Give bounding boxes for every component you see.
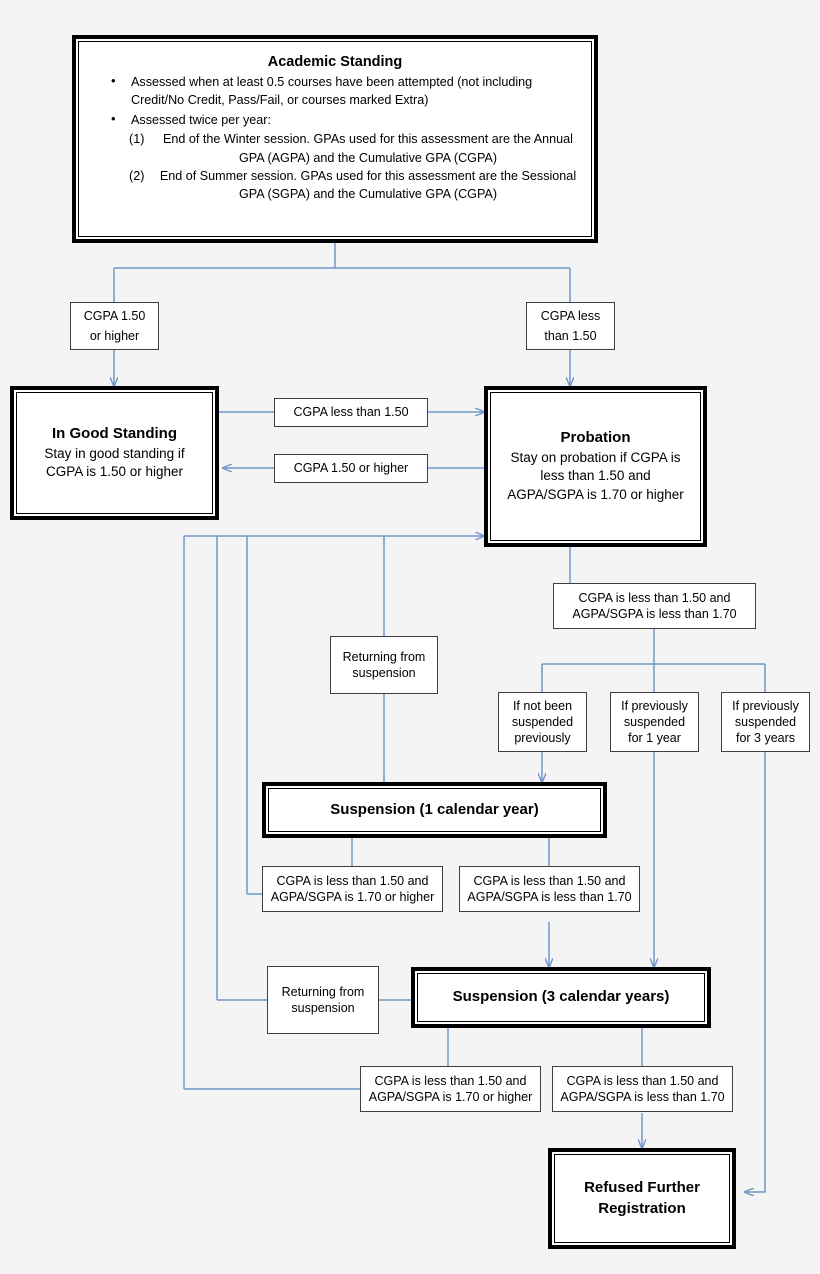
subitem-summer-text: End of Summer session. GPAs used for thi… bbox=[159, 168, 577, 202]
condition-gs-to-probation: CGPA less than 1.50 bbox=[274, 398, 428, 427]
condition-susp3-return-to-probation: CGPA is less than 1.50 and AGPA/SGPA is … bbox=[360, 1066, 541, 1112]
state-refused-further-registration: Refused Further Registration bbox=[548, 1148, 736, 1249]
condition-susp3-to-refused: CGPA is less than 1.50 and AGPA/SGPA is … bbox=[552, 1066, 733, 1112]
condition-label: Returning from suspension bbox=[281, 984, 365, 1015]
state-suspension-3-years: Suspension (3 calendar years) bbox=[411, 967, 711, 1028]
academic-standing-title: Academic Standing bbox=[267, 54, 403, 70]
condition-previously-suspended-3-years: If previously suspended for 3 years bbox=[721, 692, 810, 752]
condition-susp1-to-suspension-3: CGPA is less than 1.50 and AGPA/SGPA is … bbox=[459, 866, 640, 912]
state-suspension-1-year: Suspension (1 calendar year) bbox=[262, 782, 607, 838]
bullet-assessment-threshold: Assessed when at least 0.5 courses have … bbox=[93, 72, 577, 110]
condition-label: If not been suspended previously bbox=[511, 698, 574, 746]
academic-standing-subitems: (1) End of the Winter session. GPAs used… bbox=[93, 130, 577, 204]
state-probation: Probation Stay on probation if CGPA is l… bbox=[484, 386, 707, 547]
condition-label: CGPA is less than 1.50 and AGPA/SGPA is … bbox=[467, 873, 632, 904]
refused-title: Refused Further Registration bbox=[584, 1179, 700, 1217]
subitem-summer-number: (2) bbox=[129, 168, 145, 183]
condition-label: CGPA less than 1.50 bbox=[293, 405, 409, 420]
condition-label: CGPA is less than 1.50 and AGPA/SGPA is … bbox=[560, 1073, 725, 1104]
subitem-winter-session: (1) End of the Winter session. GPAs used… bbox=[93, 130, 577, 167]
suspension-3-title: Suspension (3 calendar years) bbox=[452, 988, 670, 1006]
condition-susp1-return-to-probation: CGPA is less than 1.50 and AGPA/SGPA is … bbox=[262, 866, 443, 912]
bullet-assessed-twice: Assessed twice per year: bbox=[93, 110, 577, 129]
good-standing-title: In Good Standing bbox=[52, 425, 177, 443]
condition-cgpa-less-than-150: CGPA less than 1.50 bbox=[526, 302, 615, 350]
good-standing-subtitle: Stay in good standing if CGPA is 1.50 or… bbox=[44, 445, 185, 480]
subitem-summer-session: (2) End of Summer session. GPAs used for… bbox=[93, 167, 577, 204]
suspension-1-title: Suspension (1 calendar year) bbox=[330, 800, 539, 818]
condition-returning-from-suspension-1: Returning from suspension bbox=[330, 636, 438, 694]
condition-cgpa-150-or-higher: CGPA 1.50 or higher bbox=[70, 302, 159, 350]
state-in-good-standing: In Good Standing Stay in good standing i… bbox=[10, 386, 219, 520]
condition-probation-to-gs: CGPA 1.50 or higher bbox=[274, 454, 428, 483]
subitem-winter-text: End of the Winter session. GPAs used for… bbox=[163, 132, 573, 165]
condition-label: CGPA 1.50 or higher bbox=[293, 461, 409, 476]
condition-label: CGPA is less than 1.50 and AGPA/SGPA is … bbox=[368, 1073, 533, 1104]
academic-standing-card: Academic Standing Assessed when at least… bbox=[72, 35, 598, 243]
condition-label: CGPA 1.50 or higher bbox=[83, 308, 146, 343]
probation-title: Probation bbox=[560, 429, 631, 447]
condition-label: If previously suspended for 1 year bbox=[621, 698, 688, 746]
condition-previously-suspended-1-year: If previously suspended for 1 year bbox=[610, 692, 699, 752]
wire-to-refused-right bbox=[745, 752, 766, 1192]
condition-label: Returning from suspension bbox=[342, 649, 426, 680]
academic-standing-bullets: Assessed when at least 0.5 courses have … bbox=[93, 72, 577, 130]
condition-label: CGPA is less than 1.50 and AGPA/SGPA is … bbox=[572, 590, 737, 621]
subitem-winter-number: (1) bbox=[129, 132, 145, 147]
condition-label: CGPA is less than 1.50 and AGPA/SGPA is … bbox=[270, 873, 435, 904]
condition-returning-from-suspension-2: Returning from suspension bbox=[267, 966, 379, 1034]
condition-not-suspended-previously: If not been suspended previously bbox=[498, 692, 587, 752]
condition-probation-failure: CGPA is less than 1.50 and AGPA/SGPA is … bbox=[553, 583, 756, 629]
condition-label: If previously suspended for 3 years bbox=[732, 698, 799, 746]
condition-label: CGPA less than 1.50 bbox=[540, 308, 601, 343]
probation-subtitle: Stay on probation if CGPA is less than 1… bbox=[507, 449, 684, 502]
